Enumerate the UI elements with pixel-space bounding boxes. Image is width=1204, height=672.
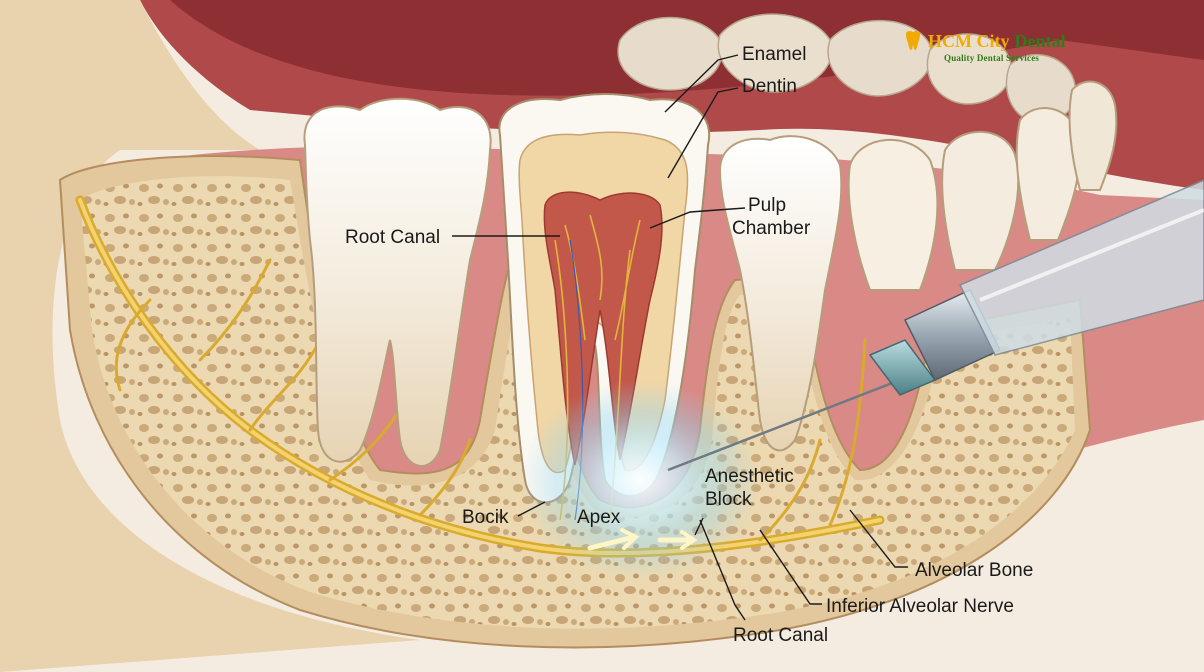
label-enamel: Enamel xyxy=(742,44,806,65)
label-apex: Apex xyxy=(577,507,621,528)
label-dentin: Dentin xyxy=(742,76,797,97)
label-bocik: Bocik xyxy=(462,507,509,528)
label-anesthetic-line2: Block xyxy=(705,489,752,510)
label-anesthetic-line1: Anesthetic xyxy=(705,466,794,487)
tooth-logo-icon xyxy=(904,30,922,52)
label-pulp-line1: Pulp xyxy=(748,195,786,216)
brand-name-part2: Dental xyxy=(1014,32,1065,50)
brand-logo: HCM City Dental Quality Dental Services xyxy=(904,30,1065,63)
brand-tagline: Quality Dental Services xyxy=(944,54,1065,63)
label-alveolar-bone: Alveolar Bone xyxy=(915,560,1033,581)
label-inferior-alveolar-nerve: Inferior Alveolar Nerve xyxy=(826,596,1014,617)
label-root-canal-bottom: Root Canal xyxy=(733,625,828,646)
label-pulp-line2: Chamber xyxy=(732,218,811,239)
brand-name-part1: HCM City xyxy=(928,32,1009,50)
label-root-canal-left: Root Canal xyxy=(345,227,440,248)
